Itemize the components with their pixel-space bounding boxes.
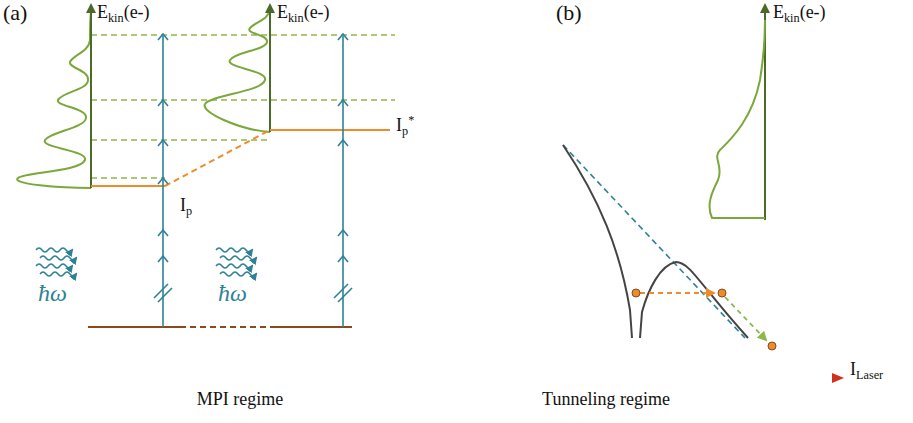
panel-label-group: (a) (3, 2, 27, 24)
axis-label: Laser (856, 368, 883, 382)
potential-label: I (396, 115, 402, 135)
panel-label-group: (b) (556, 2, 582, 24)
axis-label: (e-) (800, 2, 826, 22)
panel-label: (b) (556, 0, 582, 25)
panel-label: (a) (3, 0, 27, 25)
photon-energy: ħω (218, 280, 247, 306)
axis-label: I (850, 359, 856, 379)
axis-label: (e-) (304, 2, 330, 22)
potential-label-group: Ip* (396, 114, 414, 137)
regime-label: MPI regime (197, 389, 283, 409)
axis-label: E (277, 2, 288, 22)
axis-label: kin (108, 11, 124, 25)
regime-label-group: Tunneling regime (542, 390, 670, 408)
axis-label-group: ILaser (850, 360, 883, 381)
potential-label-group: Ip (180, 196, 192, 217)
photon-energy-group: ħω (38, 281, 67, 305)
photon-energy: ħω (38, 280, 67, 306)
regime-label-group: MPI regime (197, 390, 283, 408)
photon-energy-group: ħω (218, 281, 247, 305)
axis-label: E (97, 2, 108, 22)
axis-label-group: Ekin(e-) (773, 3, 826, 24)
potential-label: * (408, 113, 414, 127)
potential-label: p (402, 124, 408, 138)
potential-label: I (180, 195, 186, 215)
axis-label: kin (784, 11, 800, 25)
axis-label: E (773, 2, 784, 22)
axis-label-group: Ekin(e-) (277, 3, 330, 24)
axis-label-group: Ekin(e-) (97, 3, 150, 24)
axis-label: kin (288, 11, 304, 25)
potential-label: p (186, 204, 192, 218)
regime-label: Tunneling regime (542, 389, 670, 409)
axis-label: (e-) (124, 2, 150, 22)
